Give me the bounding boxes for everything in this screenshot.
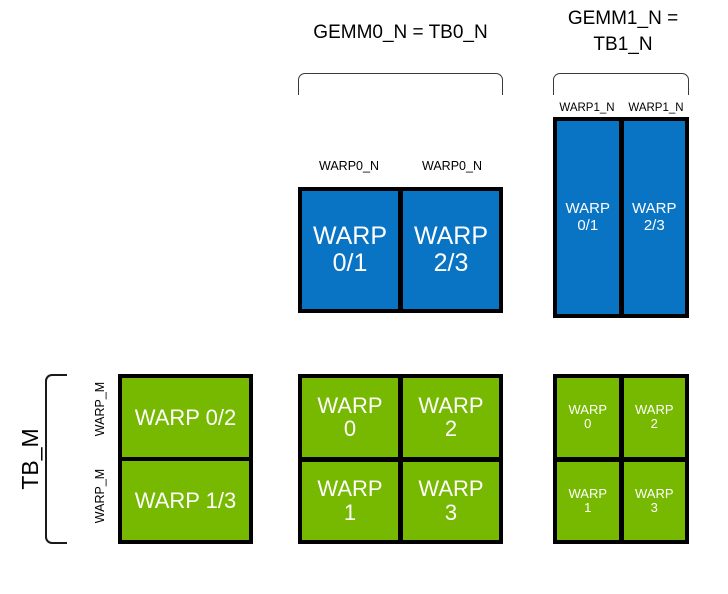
- middle-green-block: WARP 0 WARP 2 WARP 1 WARP 3: [298, 374, 503, 544]
- middle-green-cell-2[interactable]: WARP 1: [302, 461, 398, 540]
- gemm1-blue-cell-1[interactable]: WARP 2/3: [623, 121, 685, 314]
- right-green-cell-2[interactable]: WARP 1: [557, 461, 619, 540]
- gemm0-blue-block: WARP 0/1 WARP 2/3: [298, 187, 503, 313]
- left-green-cell-1[interactable]: WARP 1/3: [122, 461, 249, 540]
- gemm1-col-label-1: WARP1_N: [628, 102, 684, 114]
- right-green-block: WARP 0 WARP 2 WARP 1 WARP 3: [553, 374, 689, 544]
- gemm0-col-label-1: WARP0_N: [422, 159, 482, 173]
- gemm0-brace: [298, 73, 503, 95]
- gemm1-blue-block: WARP 0/1 WARP 2/3: [553, 117, 689, 318]
- gemm0-blue-cell-0[interactable]: WARP 0/1: [302, 191, 398, 309]
- gemm0-blue-cell-1[interactable]: WARP 2/3: [403, 191, 499, 309]
- right-green-cell-1[interactable]: WARP 2: [623, 378, 685, 457]
- gemm1-title: GEMM1_N = TB1_N: [567, 8, 679, 55]
- right-green-cell-3[interactable]: WARP 3: [623, 461, 685, 540]
- tb-m-brace: [45, 374, 67, 544]
- gemm1-blue-cell-0[interactable]: WARP 0/1: [557, 121, 619, 314]
- middle-green-cell-3[interactable]: WARP 3: [403, 461, 499, 540]
- middle-green-cell-1[interactable]: WARP 2: [403, 378, 499, 457]
- gemm1-brace: [553, 73, 689, 95]
- gemm0-title: GEMM0_N = TB0_N: [313, 22, 488, 43]
- warp-m-label-top: WARP_M: [93, 381, 107, 437]
- middle-green-cell-0[interactable]: WARP 0: [302, 378, 398, 457]
- tb-m-label: TB_M: [17, 428, 43, 490]
- gemm0-col-label-0: WARP0_N: [319, 159, 379, 173]
- left-green-cell-0[interactable]: WARP 0/2: [122, 378, 249, 457]
- right-green-cell-0[interactable]: WARP 0: [557, 378, 619, 457]
- gemm1-col-label-0: WARP1_N: [559, 102, 615, 114]
- left-green-block: WARP 0/2 WARP 1/3: [118, 374, 253, 544]
- warp-m-label-bottom: WARP_M: [93, 468, 107, 524]
